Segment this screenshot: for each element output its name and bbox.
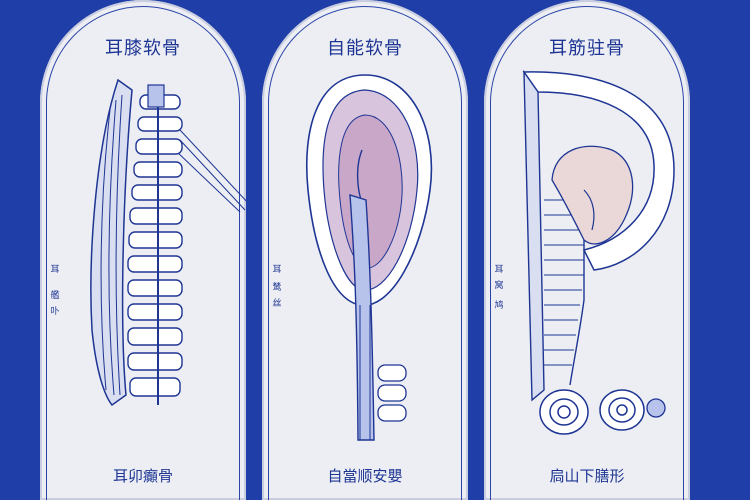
panel-caption: 扃山下膳形 (549, 467, 625, 485)
side-label: 耳 (272, 265, 282, 275)
side-label: 丝 (272, 299, 282, 309)
side-label: 耳 (494, 265, 504, 275)
panel-title: 自能软骨 (327, 38, 403, 59)
side-label: 鸶 (272, 283, 282, 293)
panel-frame (490, 6, 684, 500)
panel-title: 耳筋驻骨 (549, 38, 625, 59)
ear-illustration (305, 74, 433, 441)
side-label: 艦 (50, 291, 60, 301)
side-label: 耳 (50, 265, 60, 275)
panel-spine: 耳膝软骨 耳 艦 卟 耳卯癲骨 (40, 0, 246, 500)
panel-title: 耳膝软骨 (105, 38, 181, 59)
side-label: 窝 (494, 281, 504, 291)
panel-caption: 耳卯癲骨 (112, 467, 173, 485)
side-label: 卟 (50, 307, 60, 317)
side-label: 鸠 (494, 301, 504, 311)
spine-illustration (90, 78, 246, 407)
panel-frame (268, 6, 462, 500)
panel-ear: 自能软骨 耳 鸶 丝 自當顺安嬰 (262, 0, 468, 500)
cartilage-illustration (522, 69, 675, 435)
panel-curve: 耳筋驻骨 耳 窝 鸠 扃山下膳形 (484, 0, 690, 500)
panel-caption: 自當顺安嬰 (327, 467, 403, 485)
panel-frame (46, 6, 240, 500)
